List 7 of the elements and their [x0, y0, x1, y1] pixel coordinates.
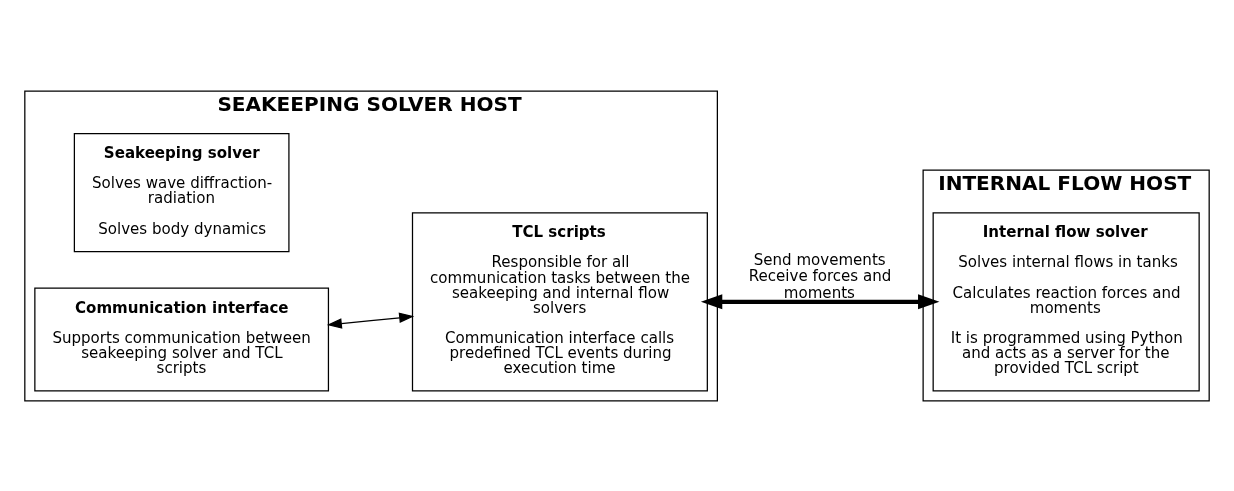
arrow	[700, 293, 940, 309]
edge-label: Send movements Receive forces and moments	[748, 250, 892, 302]
node-box: Internal flow solver Solves internal flows in tanks Calculates reaction forces and moments It is programmed using Python and acts as a server for the provided TCL script	[932, 211, 1200, 392]
node-box: Seakeeping solver Solves wave diffraction-radiation Solves body dynamics	[73, 132, 290, 252]
node-box: TCL scripts Responsible for all communication tasks between the seakeeping and internal flow solvers Communication interface calls predefined TCL events during execution time	[411, 211, 708, 392]
node-box: Communication interface Supports communication between seakeeping solver and TCL scripts	[34, 286, 330, 392]
arrow	[326, 312, 415, 329]
